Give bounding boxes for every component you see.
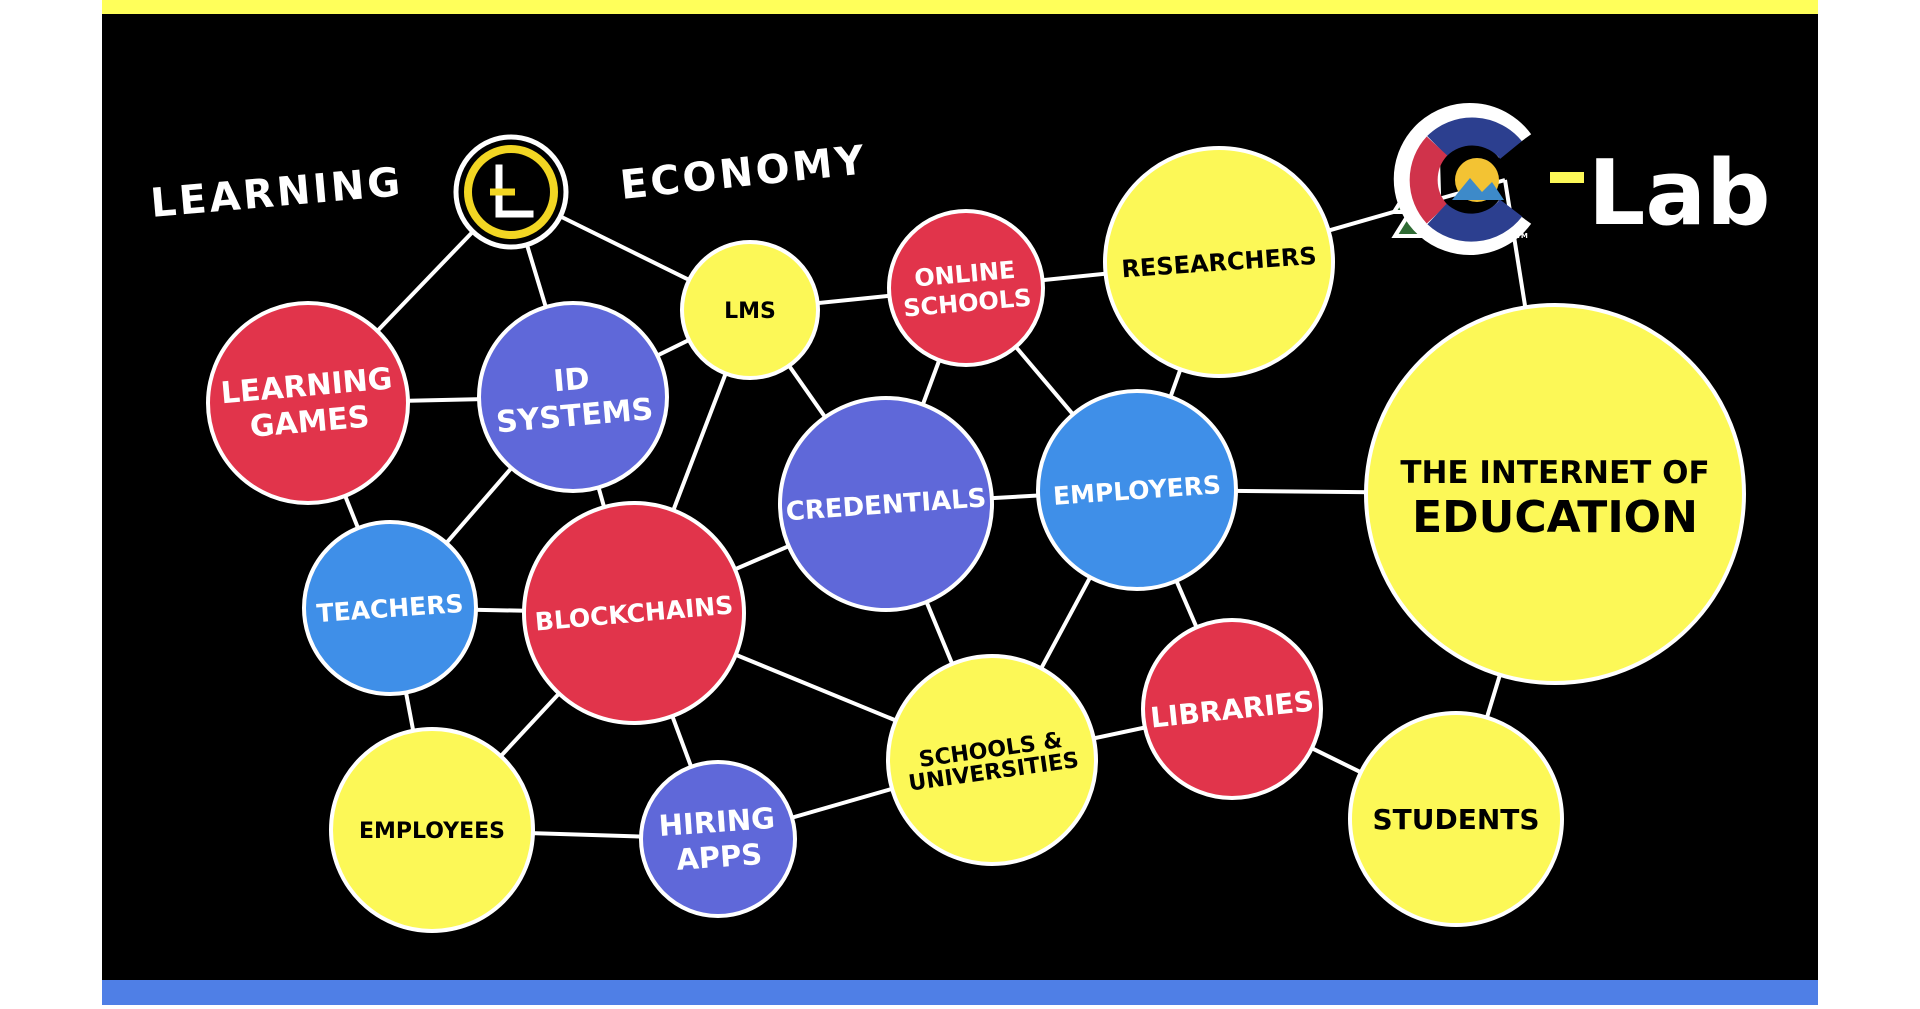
node-circle-students bbox=[1348, 711, 1564, 927]
node-label-hiring-apps-line-1: HIRING bbox=[658, 801, 776, 843]
node-label-students-line-1: STUDENTS bbox=[1372, 803, 1539, 836]
node-label-internet-of-education-line-1: THE INTERNET OF bbox=[1400, 455, 1709, 491]
bottom-band bbox=[102, 980, 1818, 1005]
node-label-employees-line-1: EMPLOYEES bbox=[359, 819, 505, 844]
node-students: STUDENTS bbox=[1348, 711, 1564, 927]
node-blockchains: BLOCKCHAINS bbox=[522, 501, 746, 725]
node-circle-blockchains bbox=[522, 501, 746, 725]
node-circle-employees bbox=[329, 727, 535, 933]
node-circle-libraries bbox=[1141, 618, 1323, 800]
c-lab-logo: Lab TM bbox=[1390, 103, 1771, 255]
node-circle-learning-games bbox=[206, 301, 410, 505]
node-circle-hiring-apps bbox=[639, 760, 797, 918]
node-employers: EMPLOYERS bbox=[1036, 389, 1238, 591]
node-employees: EMPLOYEES bbox=[329, 727, 535, 933]
c-lab-text: Lab bbox=[1588, 141, 1771, 246]
node-circle-credentials bbox=[778, 396, 994, 612]
c-lab-dash bbox=[1550, 172, 1584, 183]
node-circle-online-schools bbox=[887, 209, 1045, 367]
node-label-lms-line-1: LMS bbox=[724, 299, 776, 324]
node-researchers: RESEARCHERS bbox=[1103, 146, 1335, 378]
colorado-c-navy-icon bbox=[1427, 198, 1523, 242]
node-libraries: LIBRARIES bbox=[1141, 618, 1323, 800]
node-circle-researchers bbox=[1103, 146, 1335, 378]
node-circle-schools-universities bbox=[886, 654, 1098, 866]
node-circle-employers bbox=[1036, 389, 1238, 591]
node-teachers: TEACHERS bbox=[302, 520, 478, 696]
colorado-c-red-icon bbox=[1409, 136, 1448, 224]
learning-economy-mark-l-icon bbox=[495, 164, 534, 218]
node-lms: LMS bbox=[680, 240, 820, 380]
top-band bbox=[102, 0, 1818, 14]
node-circle-internet-of-education bbox=[1364, 303, 1746, 685]
node-label-id-systems-line-1: ID bbox=[552, 361, 591, 399]
node-label-internet-of-education-line-2: EDUCATION bbox=[1412, 492, 1698, 543]
node-schools-universities: SCHOOLS &UNIVERSITIES bbox=[886, 654, 1098, 866]
c-lab-trademark: TM bbox=[1516, 232, 1528, 240]
node-label-hiring-apps-line-2: APPS bbox=[675, 837, 763, 877]
node-credentials: CREDENTIALS bbox=[778, 396, 994, 612]
colorado-c-blue-icon bbox=[1427, 117, 1522, 160]
colorado-mountain-icon bbox=[1452, 178, 1504, 200]
learning-economy-mark-ring bbox=[464, 145, 558, 239]
node-circle-id-systems bbox=[477, 301, 669, 493]
node-circle-teachers bbox=[302, 520, 478, 696]
node-circle-lms bbox=[680, 240, 820, 380]
